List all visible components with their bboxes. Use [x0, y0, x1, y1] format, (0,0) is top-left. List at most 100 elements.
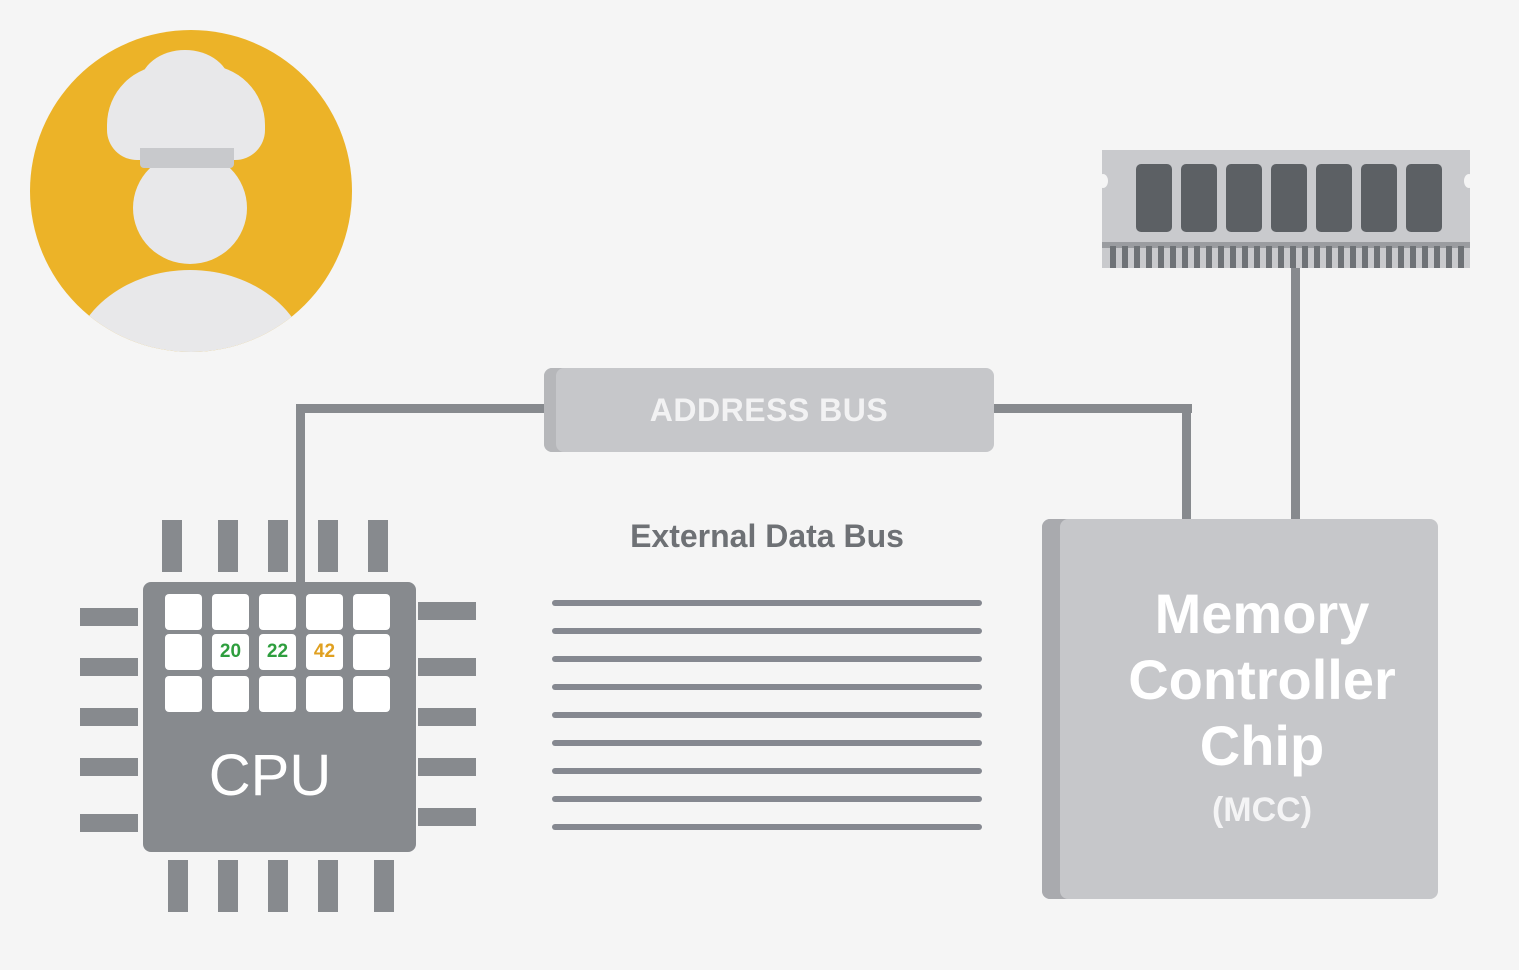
ram-pin — [1434, 246, 1440, 268]
ram-pin — [1338, 246, 1344, 268]
chef-avatar — [30, 30, 352, 352]
ram-pin — [1206, 246, 1212, 268]
ram-pin — [1362, 246, 1368, 268]
ram-pin — [1230, 246, 1236, 268]
mcc-address-wire-horizontal — [990, 404, 1192, 413]
cpu-register-value: 42 — [306, 634, 343, 670]
ram-pin — [1350, 246, 1356, 268]
ram-chip — [1361, 164, 1397, 232]
ram-pin — [1158, 246, 1164, 268]
ram-pin — [1314, 246, 1320, 268]
ram-pin — [1242, 246, 1248, 268]
cpu-pin-top — [318, 520, 338, 572]
ram-pin — [1326, 246, 1332, 268]
ram-pin — [1374, 246, 1380, 268]
memory-controller-chip: Memory Controller Chip (MCC) — [1042, 519, 1438, 899]
cpu-pin-bottom — [268, 860, 288, 912]
ram-pin — [1122, 246, 1128, 268]
ram-pin — [1278, 246, 1284, 268]
cpu-pin-right — [418, 658, 476, 676]
ram-pin — [1146, 246, 1152, 268]
cpu-register-cell — [259, 594, 296, 630]
mcc-abbreviation: (MCC) — [1211, 791, 1313, 829]
cpu-register-cell — [165, 634, 202, 670]
ram-pin — [1386, 246, 1392, 268]
ram-chip — [1181, 164, 1217, 232]
ram-pin — [1446, 246, 1452, 268]
avatar-shoulders — [70, 270, 310, 352]
cpu-pin-top — [268, 520, 288, 572]
cpu-register-cell — [306, 594, 343, 630]
cpu-pin-bottom — [168, 860, 188, 912]
ram-pin — [1290, 246, 1296, 268]
cpu-pin-top — [368, 520, 388, 572]
data-bus-line — [552, 656, 982, 662]
ram-pin — [1458, 246, 1464, 268]
ram-notch-left — [1098, 174, 1108, 188]
cpu-pin-bottom — [318, 860, 338, 912]
ram-pin — [1218, 246, 1224, 268]
cpu-register-cell — [353, 676, 390, 712]
address-bus-label: ADDRESS BUS — [649, 391, 889, 428]
ram-mcc-wire — [1291, 262, 1300, 522]
cpu-register-cell — [259, 676, 296, 712]
ram-chip — [1136, 164, 1172, 232]
cpu-pin-left — [80, 658, 138, 676]
cpu-register-value: 22 — [259, 634, 296, 670]
cpu-pin-right — [418, 602, 476, 620]
cpu-register-cell — [306, 676, 343, 712]
ram-pin — [1398, 246, 1404, 268]
ram-pin — [1170, 246, 1176, 268]
data-bus-line — [552, 628, 982, 634]
external-data-bus-label: External Data Bus — [630, 518, 904, 554]
ram-notch-right — [1464, 174, 1474, 188]
cpu-pin-right — [418, 808, 476, 826]
ram-chip — [1271, 164, 1307, 232]
ram-chip — [1406, 164, 1442, 232]
data-bus-line — [552, 684, 982, 690]
cpu-register-cell — [212, 594, 249, 630]
data-bus-line — [552, 768, 982, 774]
ram-pin — [1182, 246, 1188, 268]
cpu-pin-top — [162, 520, 182, 572]
cpu-register-cell — [165, 676, 202, 712]
ram-chip — [1316, 164, 1352, 232]
data-bus-line — [552, 600, 982, 606]
cpu-register-value: 20 — [212, 634, 249, 670]
address-bus: ADDRESS BUS — [544, 368, 994, 452]
ram-chip — [1226, 164, 1262, 232]
cpu-pin-bottom — [218, 860, 238, 912]
chef-hat-band — [140, 148, 234, 168]
cpu-pin-left — [80, 758, 138, 776]
data-bus-line — [552, 712, 982, 718]
ram-pin — [1410, 246, 1416, 268]
mcc-title-line: Chip — [1199, 714, 1325, 777]
chef-hat-top — [107, 65, 265, 160]
cpu-pin-right — [418, 708, 476, 726]
ram-module — [1098, 150, 1474, 268]
cpu-register-cell — [212, 676, 249, 712]
ram-pin — [1266, 246, 1272, 268]
data-bus-line — [552, 824, 982, 830]
cpu-pin-left — [80, 708, 138, 726]
cpu-register-cell — [353, 634, 390, 670]
mcc-title: Memory Controller Chip — [1102, 581, 1422, 779]
cpu-pin-top — [218, 520, 238, 572]
ram-pin — [1194, 246, 1200, 268]
data-bus-line — [552, 796, 982, 802]
cpu-pin-left — [80, 608, 138, 626]
cpu-chip: 20 22 42 CPU — [143, 582, 416, 852]
data-bus-line — [552, 740, 982, 746]
avatar-head — [133, 152, 247, 264]
ram-pin — [1254, 246, 1260, 268]
ram-pin — [1302, 246, 1308, 268]
mcc-title-line: Controller — [1128, 648, 1396, 711]
mcc-address-wire-vertical — [1182, 404, 1191, 522]
mcc-title-line: Memory — [1154, 582, 1370, 645]
cpu-label: CPU — [208, 743, 332, 808]
cpu-pin-left — [80, 814, 138, 832]
cpu-register-cell — [353, 594, 390, 630]
ram-pin — [1110, 246, 1116, 268]
ram-pin — [1422, 246, 1428, 268]
cpu-address-wire-vertical — [296, 404, 305, 584]
